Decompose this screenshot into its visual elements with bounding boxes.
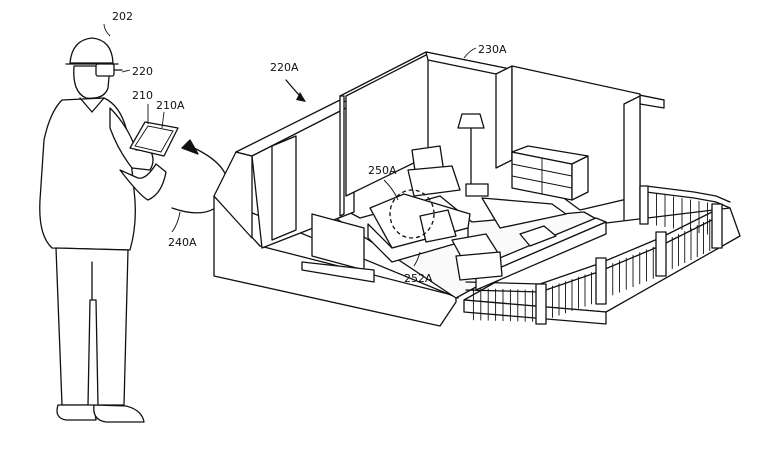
balcony-railing xyxy=(465,185,731,325)
label-wall: 230A xyxy=(478,43,507,56)
tablet-device xyxy=(129,121,179,157)
tv-icon xyxy=(301,213,375,283)
dresser-icon xyxy=(511,145,589,201)
label-user: 202 xyxy=(112,10,133,23)
label-device: 210 xyxy=(132,89,153,102)
reference-labels: 202 220 210 210A 220A 230A 250A 252A 240… xyxy=(103,10,507,285)
user-figure xyxy=(39,37,167,423)
label-region: 250A xyxy=(368,164,397,177)
floor-lamp-icon xyxy=(457,113,485,187)
house-cutaway xyxy=(213,51,741,327)
label-headset: 220 xyxy=(132,65,153,78)
label-device-screen: 210A xyxy=(156,99,185,112)
label-room: 220A xyxy=(270,61,299,74)
bed-icon xyxy=(481,197,567,229)
region-marker xyxy=(389,189,435,239)
headset-icon xyxy=(95,63,115,77)
label-gesture: 240A xyxy=(168,236,197,249)
label-object: 252A xyxy=(404,272,433,285)
armchair-icon xyxy=(407,145,461,197)
hard-hat-icon xyxy=(69,37,114,64)
